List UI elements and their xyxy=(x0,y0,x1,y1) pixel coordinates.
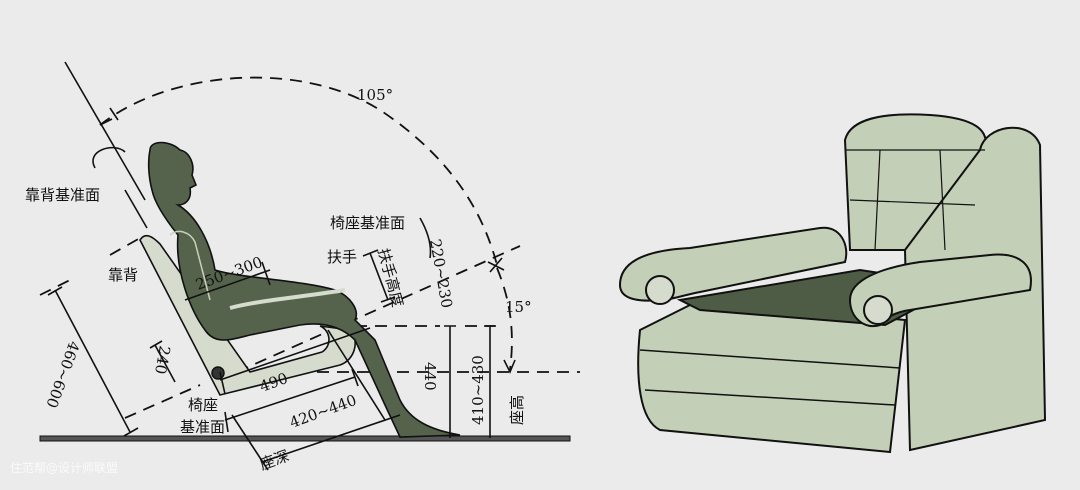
dim-240 xyxy=(149,340,176,383)
backrest-reference-line xyxy=(64,61,146,201)
chair-pivot xyxy=(211,366,225,380)
sofa-base-seams xyxy=(639,349,901,406)
rotation-arc-top xyxy=(92,146,126,169)
arc-arrow-right xyxy=(487,257,505,273)
dim-460-600 xyxy=(47,286,139,437)
dim-240-label: 240 xyxy=(151,344,174,375)
left-arm-scroll xyxy=(645,275,675,305)
sofa-base xyxy=(637,298,907,454)
dim-410-430-label: 410~430 xyxy=(469,355,487,425)
angle-arc-15 xyxy=(496,267,513,371)
chair-shape xyxy=(139,234,356,396)
angle-105-label: 105° xyxy=(357,86,393,104)
armrest-pad xyxy=(229,288,346,310)
watermark: 住范帮@设计师联盟 xyxy=(10,461,118,475)
dim-420-440-label: 420~440 xyxy=(287,391,359,432)
dim-armrest-height xyxy=(362,249,396,303)
seat-reference-label-top: 椅座基准面 xyxy=(330,214,405,232)
dim-440-label: 440 xyxy=(421,362,439,391)
seat-reference-label-a: 椅座 xyxy=(188,396,218,414)
dim-410-430 xyxy=(484,325,496,438)
dim-440 xyxy=(444,325,456,438)
backrest-dim-extension xyxy=(39,237,141,296)
angle-15-label: 15° xyxy=(505,298,532,316)
seat-reference-label-b: 基准面 xyxy=(180,418,225,436)
sofa-right-arm xyxy=(848,253,1032,328)
dim-490 xyxy=(219,327,371,395)
armchair-illustration xyxy=(618,113,1047,454)
backrest-reference-line-lower xyxy=(124,189,148,229)
seat-dim-extension xyxy=(124,384,201,419)
seat-depth-label: 座深 xyxy=(257,447,291,474)
seat-reference-line xyxy=(236,245,521,373)
dim-420-440 xyxy=(224,368,359,433)
backrest-label: 靠背 xyxy=(108,266,138,284)
chair-leg xyxy=(327,329,386,421)
arm-outline xyxy=(169,230,211,301)
angle-arc-105 xyxy=(99,76,498,266)
seated-person-silhouette xyxy=(147,141,461,438)
arc-small xyxy=(419,217,432,259)
dim-seat-depth xyxy=(231,414,401,471)
sofa-left-arm xyxy=(618,226,848,302)
arc-arrow-15 xyxy=(503,359,516,374)
dim-220-230-label: 220~230 xyxy=(426,238,456,310)
armrest-label: 扶手 xyxy=(327,248,357,266)
dim-250-300 xyxy=(184,261,271,301)
backrest-reference-label: 靠背基准面 xyxy=(25,186,100,204)
right-arm-scroll xyxy=(863,295,893,325)
seat-height-label: 座高 xyxy=(508,395,526,425)
dim-460-600-label: 460~600 xyxy=(42,339,83,411)
sofa-back-seams xyxy=(845,149,985,251)
floor-line xyxy=(39,435,571,442)
